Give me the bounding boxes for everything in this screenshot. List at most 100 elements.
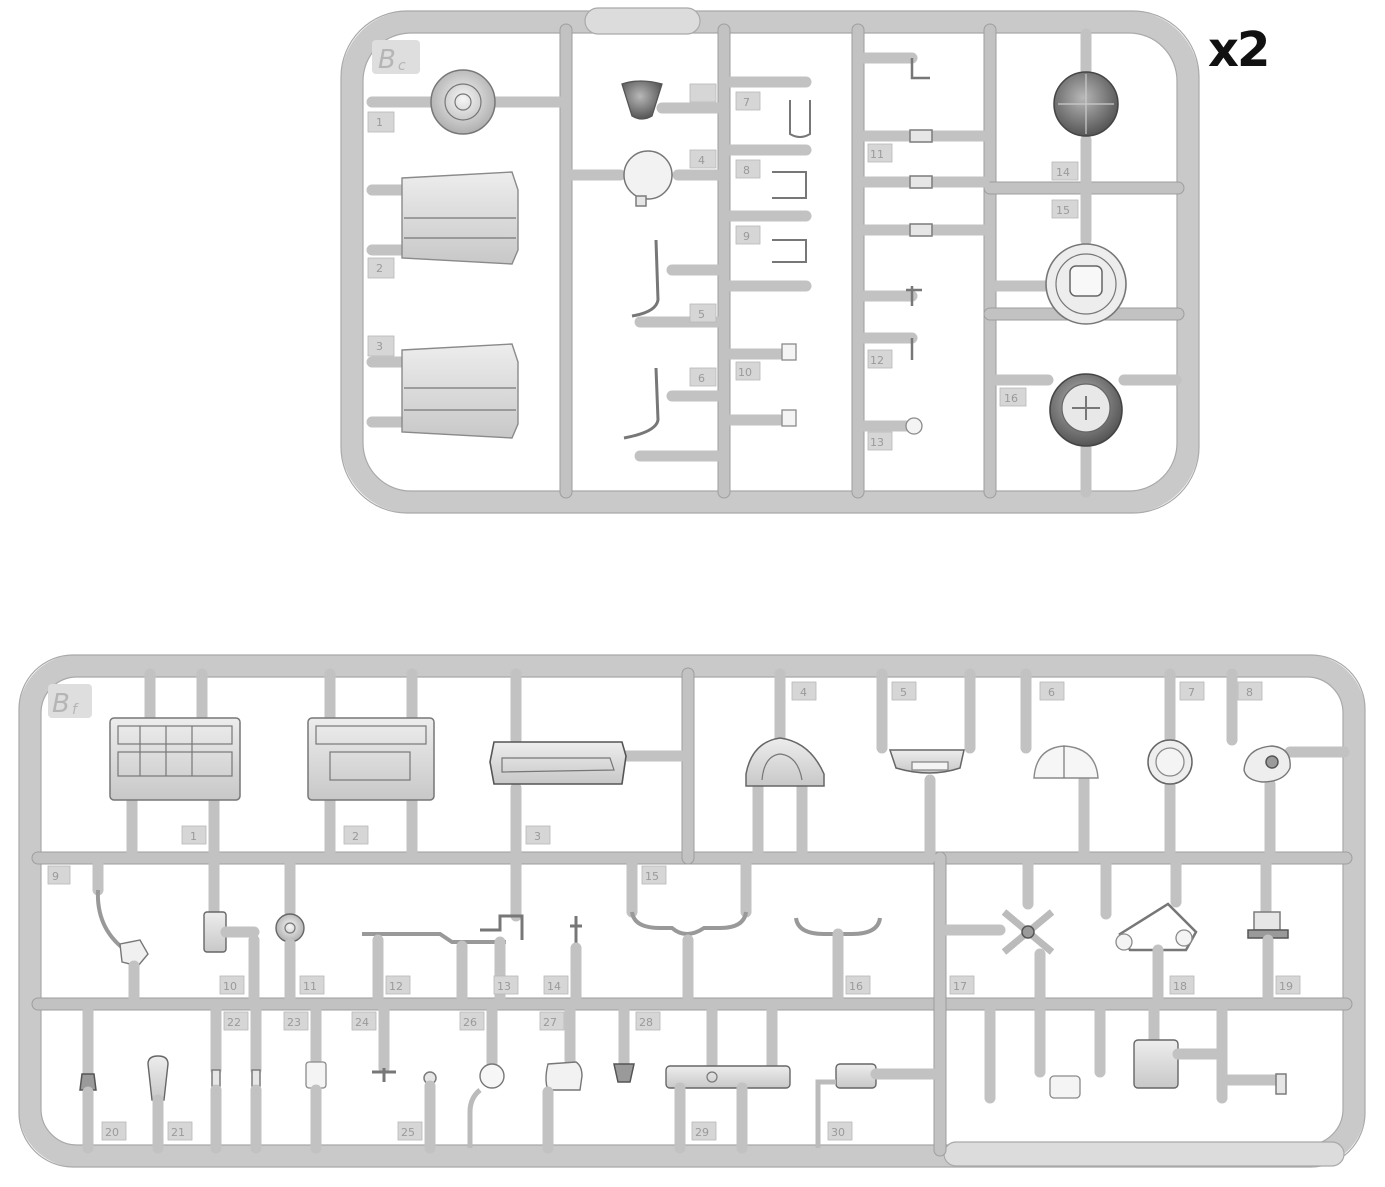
sprue-bc-badge-letter: B [378, 45, 396, 75]
sprue-bf-lower-right-parts [984, 1004, 1287, 1104]
sprue-bc-part-15: 15 [990, 186, 1182, 325]
sprue-bf-part-5: 5 [876, 668, 976, 864]
svg-text:18: 18 [1173, 980, 1187, 993]
sprue-bf-part-8: 8 [1226, 668, 1350, 864]
svg-text:16: 16 [1004, 392, 1018, 405]
sprue-bc-part-14: 14 [1051, 28, 1119, 194]
svg-text:28: 28 [639, 1016, 653, 1029]
sprue-bc-part-9: 9 [724, 225, 812, 292]
svg-text:22: 22 [227, 1016, 241, 1029]
sprue-bf-part-7: 7 [1147, 668, 1205, 864]
sprue-bf-part-16: 16 [794, 917, 882, 1010]
sprue-bf-badge: B f [48, 684, 92, 719]
svg-text:10: 10 [223, 980, 237, 993]
sprue-bc-part-3: 3 [366, 335, 519, 439]
svg-text:11: 11 [303, 980, 317, 993]
sprue-bc-part-2: 2 [366, 171, 519, 279]
sprue-bf-part-28: 28 [613, 998, 661, 1083]
sprue-bf-part-1: 1 [109, 668, 241, 864]
sprue-bf-part-19: 19 [1247, 852, 1301, 1010]
sprue-bc-frame [341, 11, 1199, 513]
svg-text:5: 5 [698, 308, 705, 321]
sprue-bf-part-15: 15 [626, 852, 752, 1010]
svg-text:4: 4 [800, 686, 807, 699]
sprue-bc-part-7: 7 [724, 76, 812, 156]
svg-text:8: 8 [1246, 686, 1253, 699]
svg-text:16: 16 [849, 980, 863, 993]
svg-text:1: 1 [376, 116, 383, 129]
sprue-bf-part-6: 6 [1020, 668, 1099, 864]
sprue-bf-part-20: 20 [79, 998, 127, 1154]
svg-text:30: 30 [831, 1126, 845, 1139]
svg-text:9: 9 [52, 870, 59, 883]
sprue-bc-badge: B c [372, 40, 420, 75]
svg-text:14: 14 [1056, 166, 1070, 179]
svg-text:15: 15 [1056, 204, 1070, 217]
sprue-bf-part-22: 22 [210, 998, 262, 1154]
sprue-bc-part-8: 8 [724, 159, 812, 222]
sprue-bf-part-21: 21 [147, 1055, 193, 1154]
sprue-bf-part-9: 9 [47, 852, 149, 1010]
sprue-bf-part-10: 10 [203, 852, 260, 1010]
sprue-bc-part-13: 13 [858, 417, 923, 451]
svg-text:14: 14 [547, 980, 561, 993]
svg-text:2: 2 [376, 262, 383, 275]
sprue-bf-part-13: 13 [480, 852, 524, 1010]
sprue-bc-part-16: 16 [990, 373, 1182, 498]
svg-text:23: 23 [287, 1016, 301, 1029]
sprue-bf-part-3: 3 [489, 668, 688, 864]
svg-text:10: 10 [738, 366, 752, 379]
sprue-bc-part-10: 10 [724, 343, 797, 427]
sprue-bf-part-23: 23 [283, 998, 327, 1154]
svg-text:3: 3 [376, 340, 383, 353]
svg-text:13: 13 [870, 436, 884, 449]
sprue-bc-part-1: 1 [366, 69, 566, 135]
sprue-bc-part-11: 11 [858, 52, 990, 237]
svg-text:21: 21 [171, 1126, 185, 1139]
svg-text:19: 19 [1279, 980, 1293, 993]
sprue-bc-part-6: 6 [623, 367, 724, 462]
sprue-bf-part-4: 4 [745, 668, 825, 864]
svg-text:24: 24 [355, 1016, 369, 1029]
sprue-bf-part-24: 24 [351, 998, 396, 1082]
svg-text:15: 15 [645, 870, 659, 883]
sprue-bc-part-4: 4 [566, 80, 724, 207]
svg-text:7: 7 [1188, 686, 1195, 699]
svg-text:3: 3 [534, 830, 541, 843]
sprue-bf-part-14: 14 [543, 916, 582, 1010]
svg-text:27: 27 [543, 1016, 557, 1029]
sprue-bc-part-12: 12 [858, 286, 922, 369]
svg-text:13: 13 [497, 980, 511, 993]
svg-text:17: 17 [953, 980, 967, 993]
svg-text:20: 20 [105, 1126, 119, 1139]
svg-text:5: 5 [900, 686, 907, 699]
svg-text:2: 2 [352, 830, 359, 843]
sprue-bf-part-2: 2 [307, 668, 435, 864]
svg-text:25: 25 [401, 1126, 415, 1139]
sprue-bf-part-27: 27 [539, 998, 583, 1154]
svg-text:4: 4 [698, 154, 705, 167]
sprue-bc: B c 1 2 [340, 7, 1200, 514]
sprue-bf-frame [19, 655, 1365, 1167]
svg-text:29: 29 [695, 1126, 709, 1139]
sprue-bf-part-26: 26 [459, 998, 505, 1148]
sprue-bf-part-30: 30 [815, 1063, 940, 1148]
sprue-bf-part-17: 17 [940, 852, 1055, 1010]
sprue-bf-part-25: 25 [397, 1071, 437, 1154]
svg-text:6: 6 [698, 372, 705, 385]
svg-text:26: 26 [463, 1016, 477, 1029]
svg-text:9: 9 [743, 230, 750, 243]
sprue-bf-badge-letter: B [52, 689, 70, 719]
svg-text:11: 11 [870, 148, 884, 161]
sprue-bf-badge-sub: f [72, 702, 79, 718]
svg-text:7: 7 [743, 96, 750, 109]
sprue-bf: B f 1 [18, 654, 1366, 1168]
svg-text:12: 12 [389, 980, 403, 993]
svg-text:6: 6 [1048, 686, 1055, 699]
sprue-bf-part-11: 11 [275, 852, 325, 1010]
svg-text:12: 12 [870, 354, 884, 367]
sprue-quantity-label: x2 [1208, 22, 1270, 78]
svg-text:1: 1 [190, 830, 197, 843]
